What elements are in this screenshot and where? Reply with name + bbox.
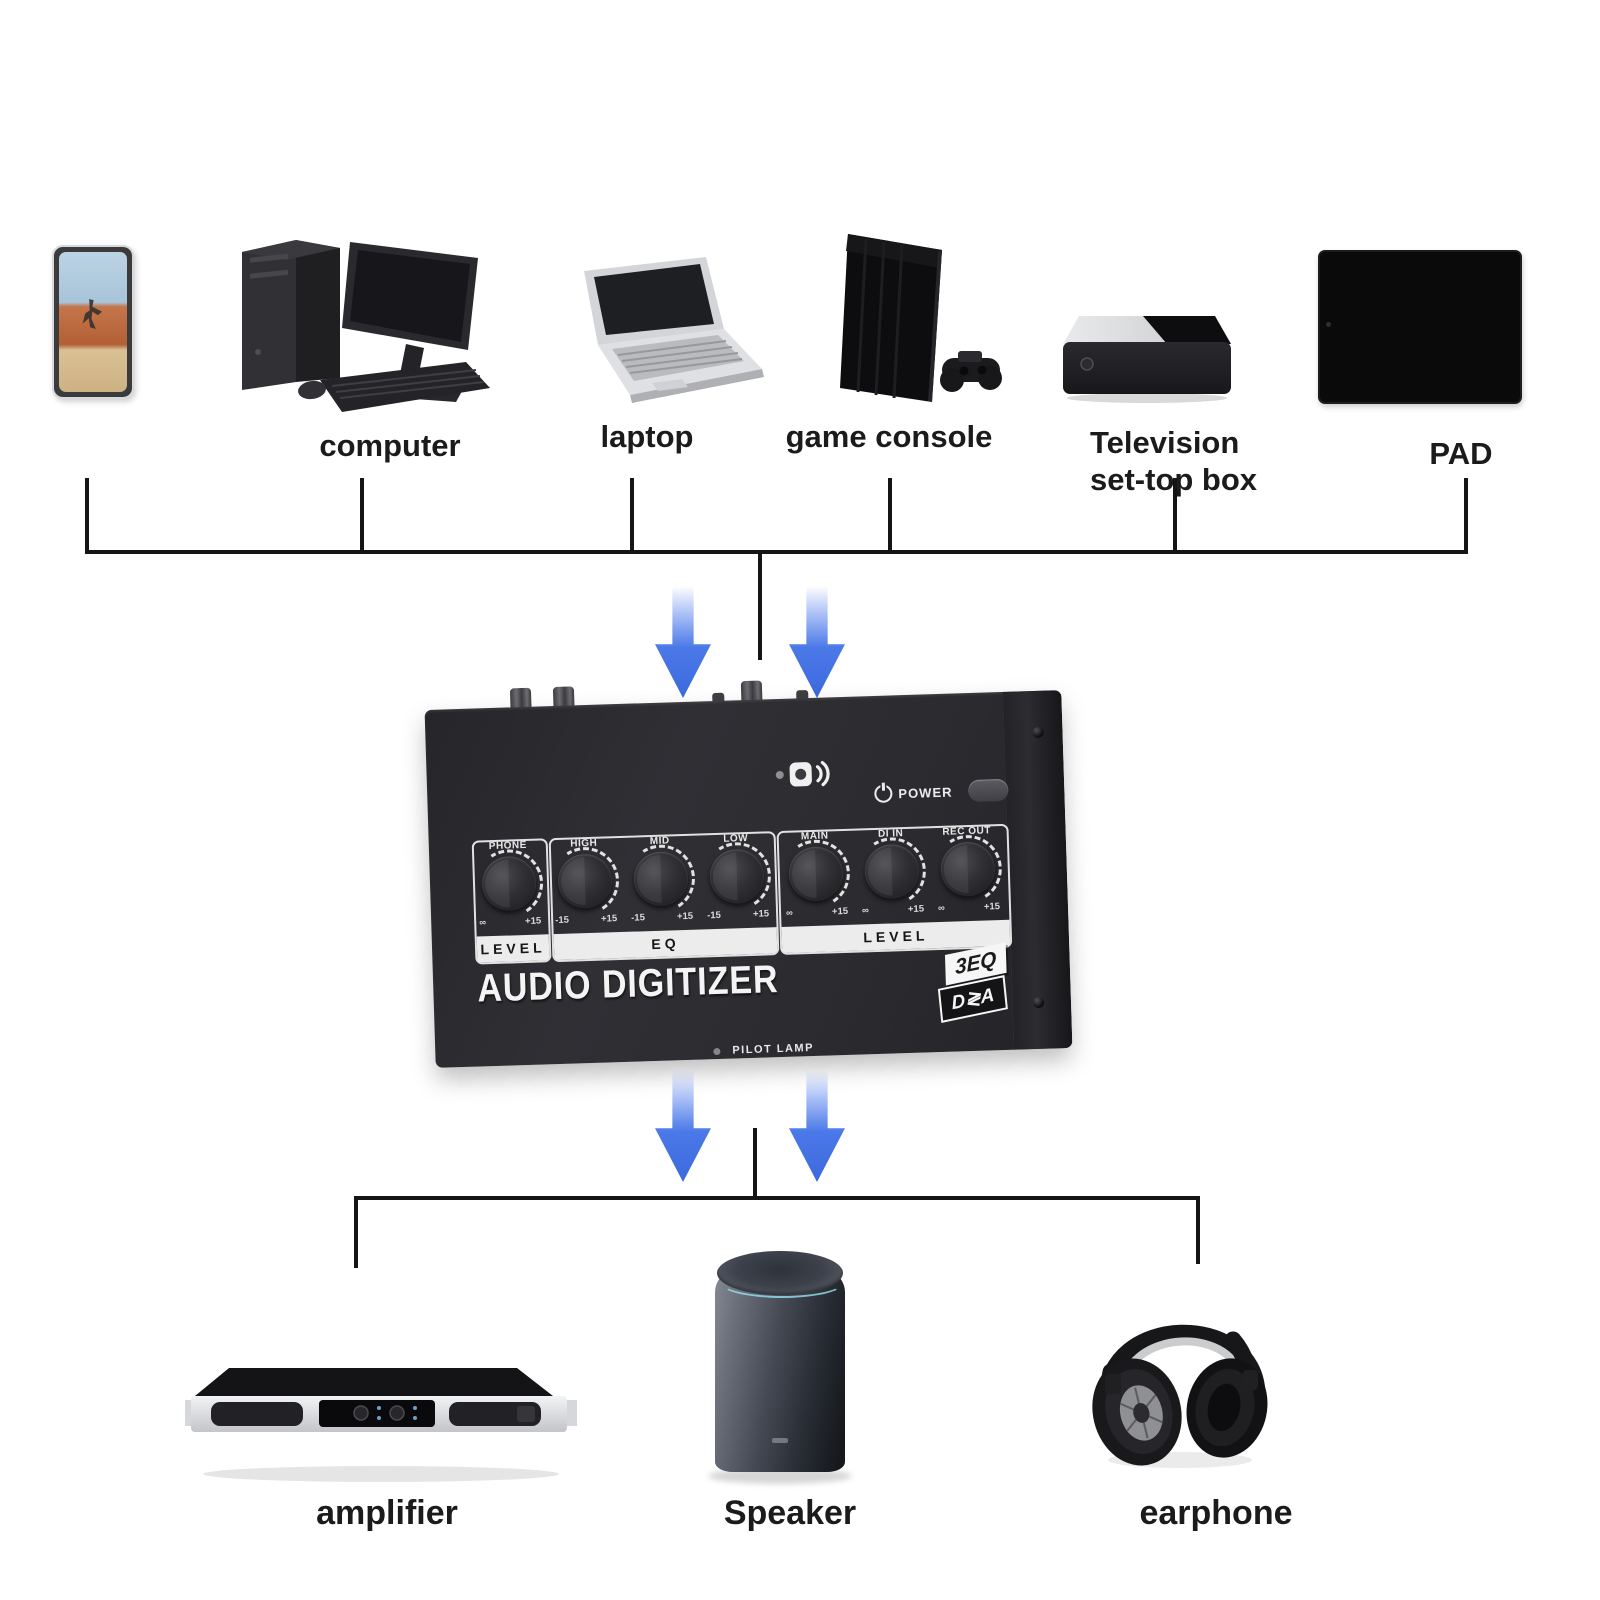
game-console-image (812, 222, 1012, 417)
speaker-image (700, 1240, 860, 1490)
amplifier-image (185, 1362, 585, 1487)
power-icon (874, 784, 893, 803)
power-label: POWER (898, 784, 953, 801)
earphone-image (1075, 1262, 1285, 1472)
knob-high: HIGH -15+15 (550, 837, 621, 926)
knob-dial (557, 853, 613, 909)
amplifier-label: amplifier (316, 1494, 458, 1532)
pilot-lamp-label: PILOT LAMP (732, 1042, 815, 1057)
output-center-stem (753, 1128, 757, 1198)
connector-stem-phone (85, 478, 89, 554)
down-arrow-icon (655, 586, 711, 698)
input-center-stem (758, 552, 762, 660)
connector-stem-settop (1173, 478, 1177, 554)
knob-low: LOW -15+15 (702, 832, 773, 921)
knob-di-in: DI IN ∞+15 (857, 827, 928, 916)
connector-stem-laptop (630, 478, 634, 554)
knob-min-mark: ∞ (937, 902, 945, 915)
speaker-label: Speaker (723, 1494, 857, 1532)
pilot-lamp-led (713, 1047, 721, 1055)
settop-label-line1: Television (1090, 425, 1240, 460)
connector-stem-pad (1464, 478, 1468, 554)
knob-max-mark: +15 (907, 903, 925, 915)
down-arrow-icon (789, 1070, 845, 1182)
laptop-label: laptop (600, 419, 694, 454)
speaker-logo-mark (772, 1438, 788, 1443)
speaker-light-ring (719, 1266, 845, 1298)
computer-image (228, 232, 493, 417)
down-arrow-icon (789, 586, 845, 698)
mixer-title: AUDIO DIGITIZER (476, 957, 780, 1011)
connector-stem-earphone (1196, 1198, 1200, 1264)
output-bus-line (354, 1196, 1200, 1200)
knob-dial (709, 848, 765, 905)
knob-dial (788, 846, 844, 902)
settop-box-image (1055, 288, 1245, 408)
knob-min-mark: -15 (706, 909, 722, 922)
mixer-side-panel (1002, 690, 1073, 1050)
knob-phone: PHONE ∞+15 (474, 839, 545, 929)
connector-stem-computer (360, 478, 364, 554)
input-bus-line (85, 550, 1468, 554)
computer-label: computer (319, 428, 461, 463)
knob-max-mark: +15 (752, 908, 770, 920)
knob-min-mark: ∞ (785, 907, 794, 919)
knob-rec-out: REC OUT ∞+15 (932, 825, 1003, 914)
section-strip-label: LEVEL (476, 934, 550, 963)
knob-max-mark: +15 (983, 901, 1001, 913)
phone-screen (59, 252, 127, 392)
audio-digitizer-device: POWER LEVEL EQ LEVEL PHONE ∞+15 HIGH -15… (424, 680, 1073, 1068)
knob-max-mark: +15 (831, 905, 849, 918)
settop-box-label: Television set-top box (1090, 424, 1320, 498)
power-control: POWER (874, 778, 1009, 805)
knob-dial (863, 843, 920, 900)
pad-image (1318, 250, 1522, 404)
knob-max-mark: +15 (524, 915, 542, 928)
knob-mid: MID -15+15 (626, 835, 697, 924)
settop-label-line2: set-top box (1090, 462, 1258, 497)
laptop-image (560, 255, 770, 410)
knob-min-mark: ∞ (479, 917, 487, 929)
speaker-wave-icon (772, 753, 835, 791)
connector-stem-console (888, 478, 892, 554)
connector-stem-amplifier (354, 1198, 358, 1268)
knob-min-mark: -15 (555, 914, 570, 927)
knob-main: MAIN ∞+15 (781, 830, 852, 919)
knob-max-mark: +15 (676, 910, 694, 923)
earphone-label: earphone (1139, 1494, 1293, 1532)
down-arrow-icon (655, 1070, 711, 1182)
knob-min-mark: -15 (631, 912, 646, 924)
game-console-label: game console (785, 419, 993, 454)
knob-dial (633, 850, 689, 907)
knob-min-mark: ∞ (861, 905, 870, 917)
section-strip-label: EQ (553, 927, 778, 961)
speaker-shadow (708, 1468, 852, 1484)
knob-dial (939, 841, 996, 897)
knob-max-mark: +15 (600, 913, 618, 925)
knob-dial (481, 855, 537, 912)
power-button (968, 778, 1009, 803)
phone-image (52, 245, 134, 399)
pad-label: PAD (1429, 436, 1493, 471)
pad-camera-dot (1326, 322, 1331, 327)
